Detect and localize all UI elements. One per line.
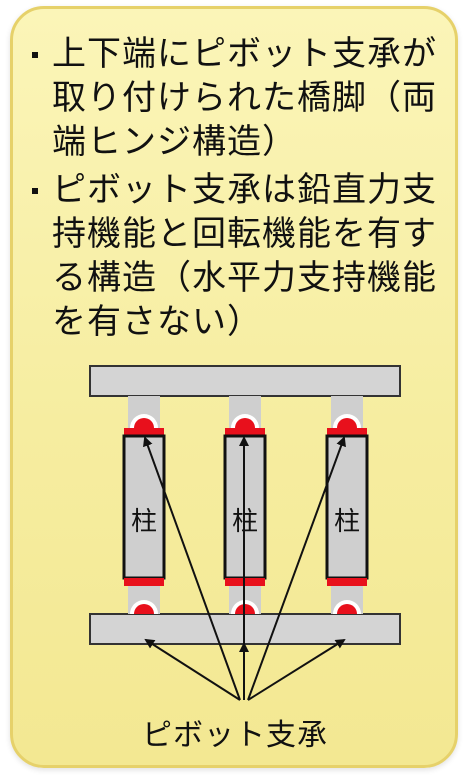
pivot-bearing-caption: ピボット支承 <box>142 718 328 753</box>
top-beam <box>89 365 401 397</box>
bullet-text-2: ピボット支承は鉛直力支持機能と回転機能を有する構造（水平力支持機能を有さない） <box>52 170 437 342</box>
column-label-3: 柱 <box>334 507 360 537</box>
column-label-1: 柱 <box>131 507 157 537</box>
bullet-list: 上下端にピボット支承が取り付けられた橋脚（両端ヒンジ構造） ピボット支承は鉛直力… <box>22 32 442 344</box>
bullet-item-1: 上下端にピボット支承が取り付けられた橋脚（両端ヒンジ構造） <box>22 32 442 164</box>
arrow-to-top-bearing-3 <box>247 436 346 701</box>
column-1 <box>122 396 166 614</box>
column-3 <box>325 396 369 614</box>
arrow-to-bottom-bearing-1 <box>144 638 241 701</box>
bullet-item-2: ピボット支承は鉛直力支持機能と回転機能を有する構造（水平力支持機能を有さない） <box>22 168 442 344</box>
bullet-text-1: 上下端にピボット支承が取り付けられた橋脚（両端ヒンジ構造） <box>52 34 437 162</box>
bullet-marker <box>32 52 38 58</box>
arrow-to-top-bearing-1 <box>143 436 241 701</box>
arrow-to-bottom-bearing-3 <box>247 638 346 701</box>
leader-arrows <box>143 436 346 701</box>
bullet-marker <box>32 188 38 194</box>
